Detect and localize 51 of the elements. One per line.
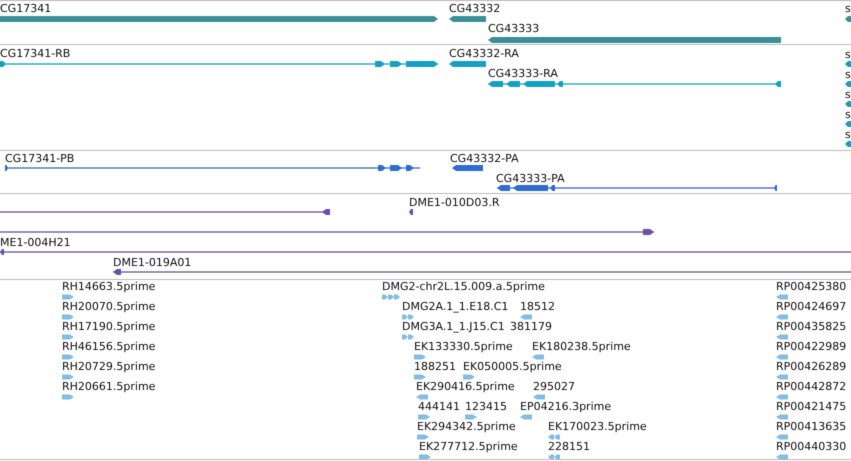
feature-label: s (845, 88, 851, 101)
feature-label: s (845, 128, 851, 141)
feature-label: CG17341-PB (5, 152, 74, 165)
feature-label: RP00422989 (776, 340, 846, 353)
feature-label: DME1-010D03.R (409, 196, 500, 209)
feature-label: s (845, 48, 851, 61)
feature-label: CG17341-RB (0, 47, 70, 60)
feature-label: RP00442872 (776, 380, 846, 393)
feature-label: CG43332-PA (450, 152, 519, 165)
feature-label: 188251 (414, 360, 456, 373)
feature-label: EK133330.5prime (414, 340, 513, 353)
feature-label: RH46156.5prime (62, 340, 156, 353)
feature-label: 444141 (418, 400, 460, 413)
feature-label: RP00425380 (776, 280, 846, 293)
feature-label: RP00435825 (776, 320, 846, 333)
feature-label: 228151 (548, 440, 590, 453)
feature-label: RH17190.5prime (62, 320, 156, 333)
feature-label: RP00440330 (776, 440, 846, 453)
feature-label: DME1-019A01 (113, 256, 192, 269)
feature-label: s (845, 108, 851, 121)
feature-label: DMG2A.1_1.E18.C1 (402, 300, 508, 313)
feature-label: RH14663.5prime (62, 280, 156, 293)
feature-label: ME1-004H21 (0, 236, 71, 249)
feature-label: CG43332-RA (449, 47, 519, 60)
feature-label: EP04216.3prime (520, 400, 612, 413)
feature-label: 123415 (465, 400, 507, 413)
feature-label: 381179 (510, 320, 552, 333)
feature-label: DMG2-chr2L.15.009.a.5prime (382, 280, 545, 293)
feature-label: RP00421475 (776, 400, 846, 413)
feature-label: s (845, 68, 851, 81)
feature-label: RP00424697 (776, 300, 846, 313)
feature-label: CG43333 (488, 22, 540, 35)
feature-label: RP00413635 (776, 420, 846, 433)
feature-label: EK170023.5prime (548, 420, 647, 433)
feature-label: RP00426289 (776, 360, 846, 373)
feature-label: EK290416.5prime (416, 380, 515, 393)
feature-label: RH20729.5prime (62, 360, 156, 373)
feature-label: EK050005.5prime (463, 360, 562, 373)
feature-label: CG43332 (449, 2, 500, 15)
feature-label: CG43333-PA (496, 172, 565, 185)
feature-label: EK277712.5prime (419, 440, 518, 453)
feature-label: 295027 (533, 380, 575, 393)
feature-label: CG43333-RA (488, 67, 558, 80)
feature-label: CG17341 (0, 2, 52, 15)
feature-label: 18512 (520, 300, 555, 313)
feature-label: EK180238.5prime (532, 340, 631, 353)
feature-label: s (845, 2, 851, 15)
feature-label: RH20070.5prime (62, 300, 156, 313)
feature-label: RH20661.5prime (62, 380, 156, 393)
feature-label: EK294342.5prime (417, 420, 516, 433)
feature-label: DMG3A.1_1.J15.C1 (402, 320, 505, 333)
